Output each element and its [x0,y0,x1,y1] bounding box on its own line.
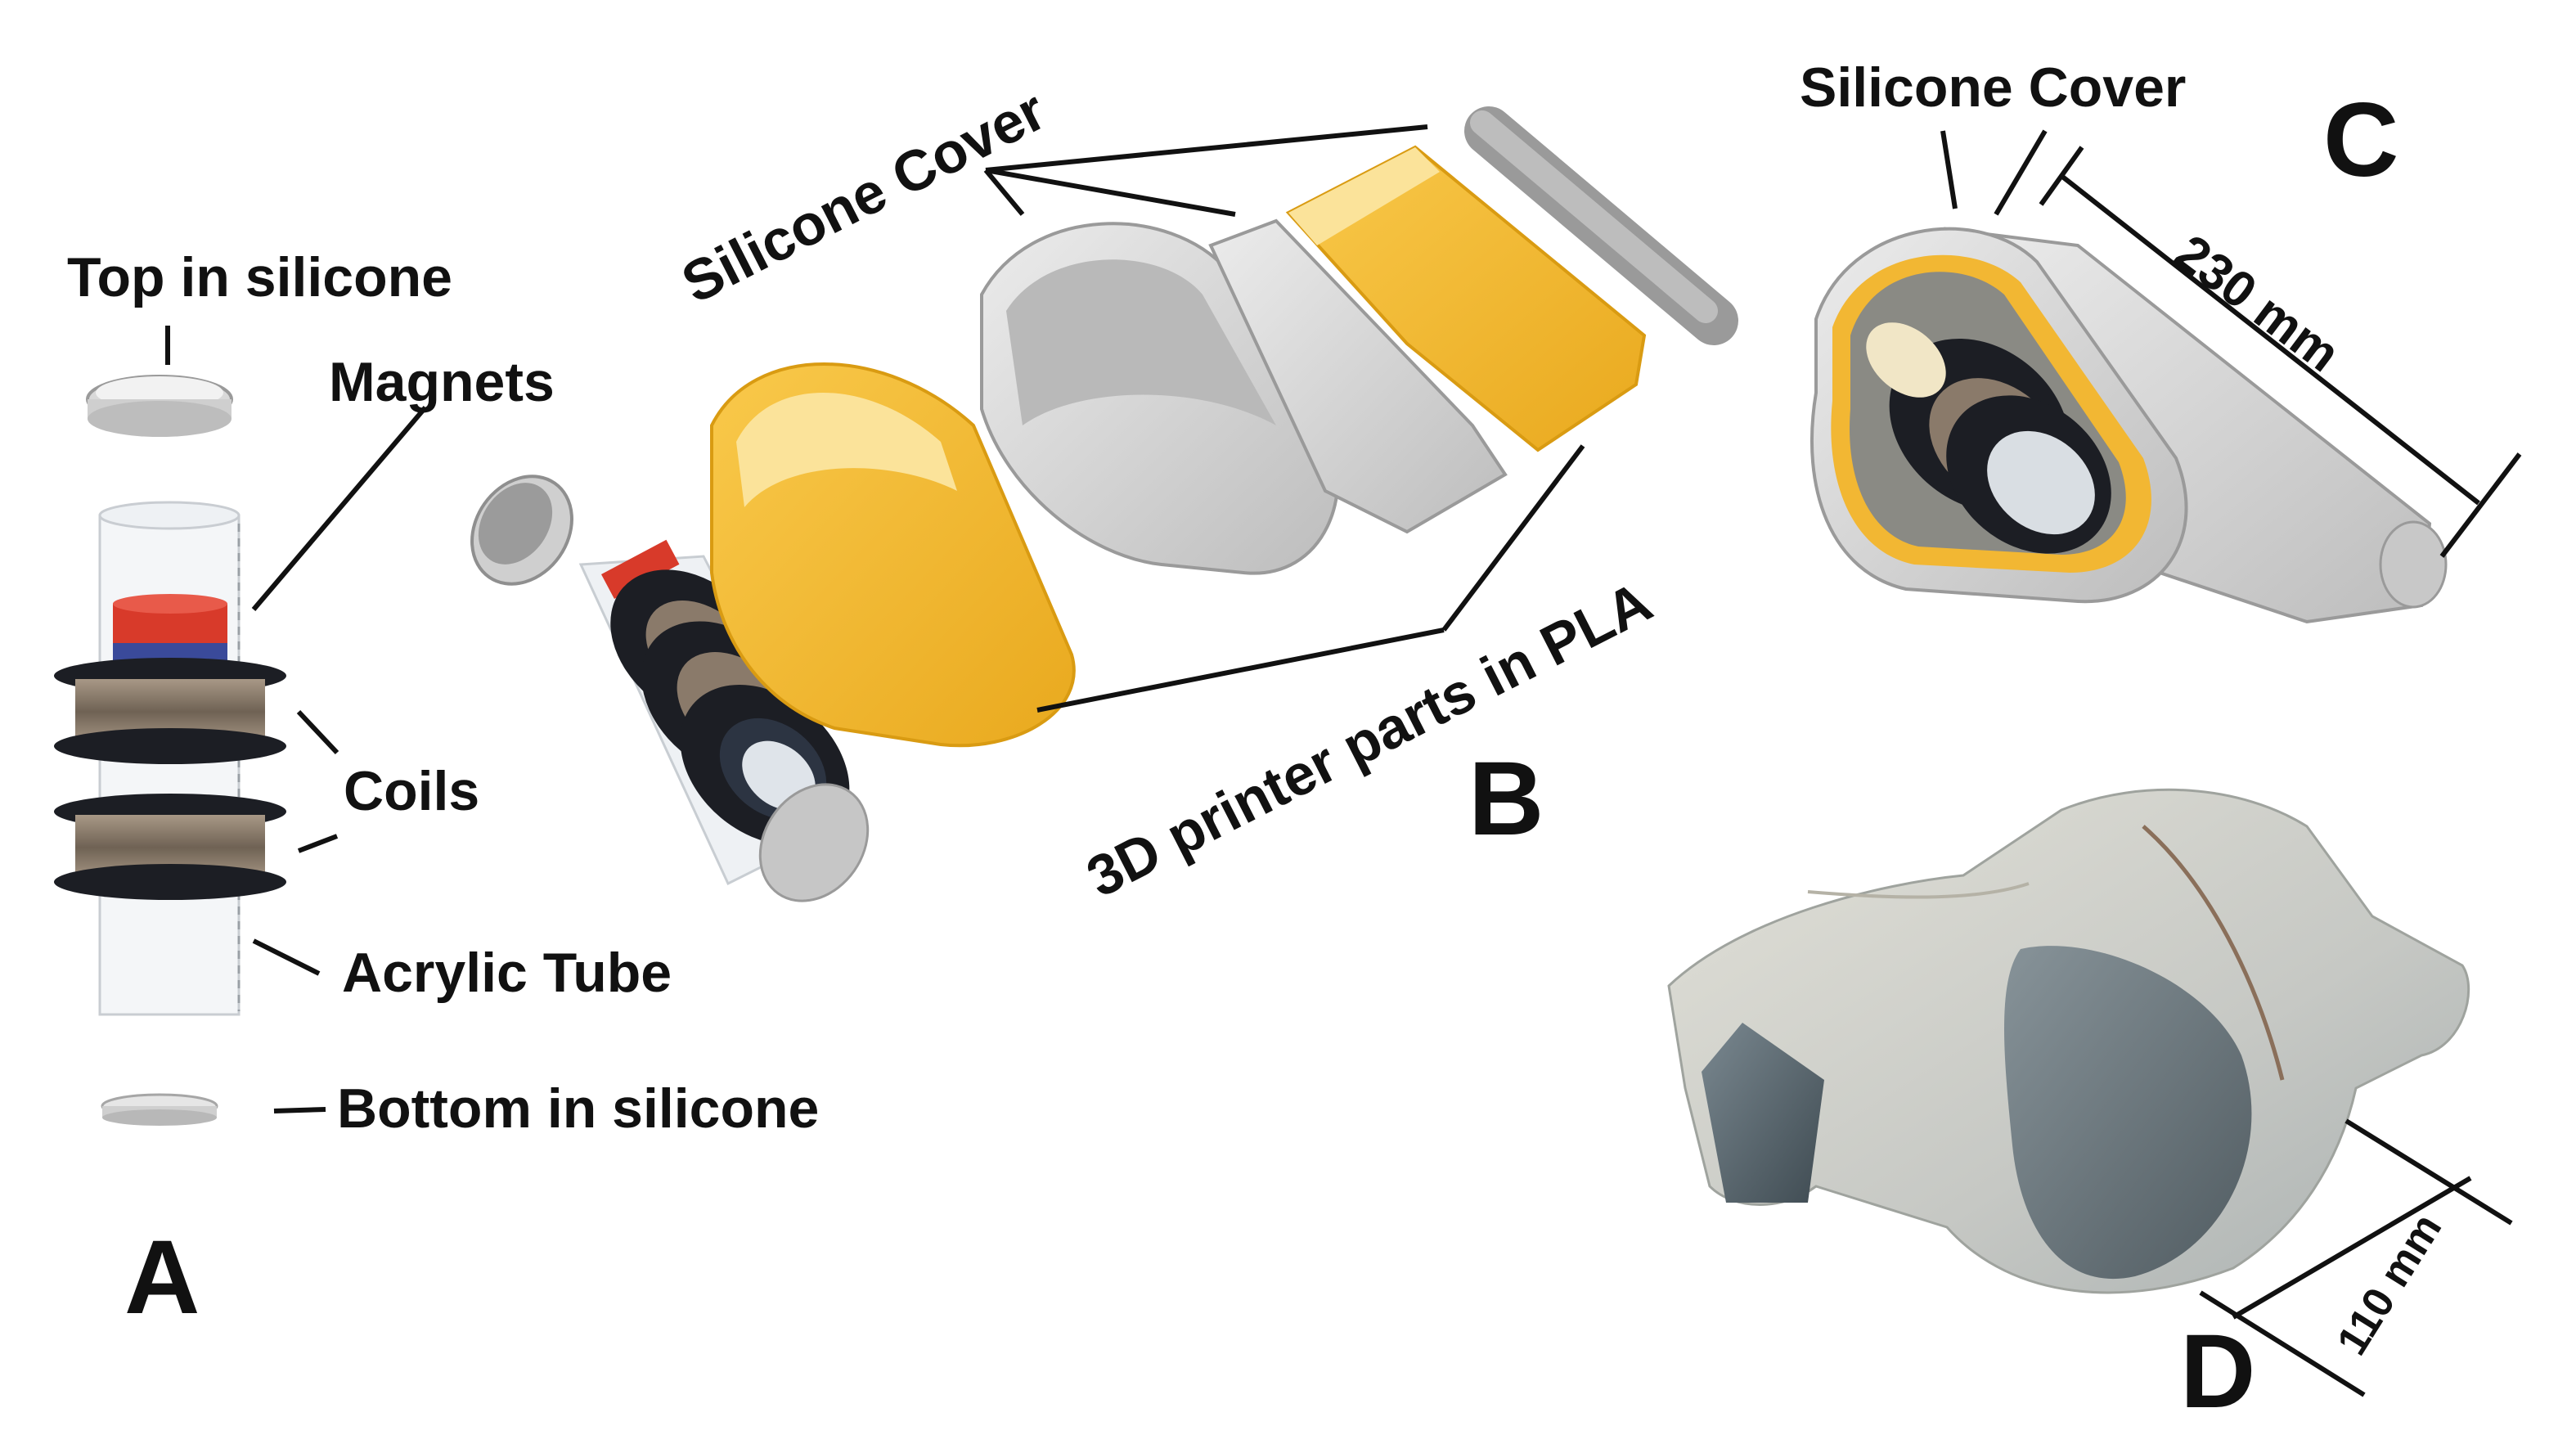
exploded-top-cap [470,475,573,586]
leader-bottom [273,1107,326,1113]
leader-cover-1 [985,124,1428,173]
silicone-cover-nozzle [1208,218,1508,534]
dim-line-230 [2060,173,2480,506]
coil-lower [54,794,286,900]
assembled-device [1809,227,2448,624]
dim-tick-110-b [2199,1290,2366,1397]
dim-line-110 [2232,1176,2472,1320]
prototype-photo [1667,788,2470,1294]
coil-upper [54,658,286,764]
leader-cover-c-2 [1994,129,2048,216]
panel-b: Silicone Cover 3D printer parts in PLA B [470,78,1738,910]
pla-shell-front [710,362,1076,748]
panel-letter-c: C [2323,82,2398,199]
leader-coils-2 [297,834,339,853]
exploded-bottom-cap [758,783,870,902]
magnet-stack [113,594,227,661]
dim-tick-230-a [2039,146,2084,206]
label-top-silicone: Top in silicone [67,246,452,308]
dim-tick-230-b [2439,452,2522,558]
dim-tick-110-a [2344,1118,2513,1226]
panel-letter-b: B [1468,740,1544,857]
label-110mm: 110 mm [2328,1206,2451,1364]
leader-cover-3 [983,169,1025,216]
silicone-rod [1464,106,1738,345]
leader-cover-2 [985,168,1236,217]
label-magnets: Magnets [329,351,555,413]
leader-pla-1 [1036,628,1445,713]
panel-letter-d: D [2180,1313,2255,1430]
leader-pla-2 [1441,444,1585,632]
panel-d: 110 mm D [1667,788,2513,1430]
pla-insert [1285,145,1647,452]
leader-coils-1 [296,709,339,755]
label-pla-parts: 3D printer parts in PLA [1077,569,1661,910]
leader-tube [252,938,321,976]
leader-magnets [251,406,428,611]
label-coils: Coils [344,760,479,822]
label-bottom-silicone: Bottom in silicone [337,1077,819,1140]
top-silicone-cap [86,375,233,437]
label-acrylic-tube: Acrylic Tube [342,942,672,1004]
leader-cover-c-1 [1940,130,1958,209]
panel-c: Silicone Cover 230 mm C [1800,56,2522,624]
label-silicone-cover-c: Silicone Cover [1800,56,2186,119]
panel-a: Top in silicone Magnets Coils Acrylic Tu… [54,246,819,1336]
bottom-silicone-cap [101,1093,218,1126]
panel-letter-a: A [124,1219,200,1336]
